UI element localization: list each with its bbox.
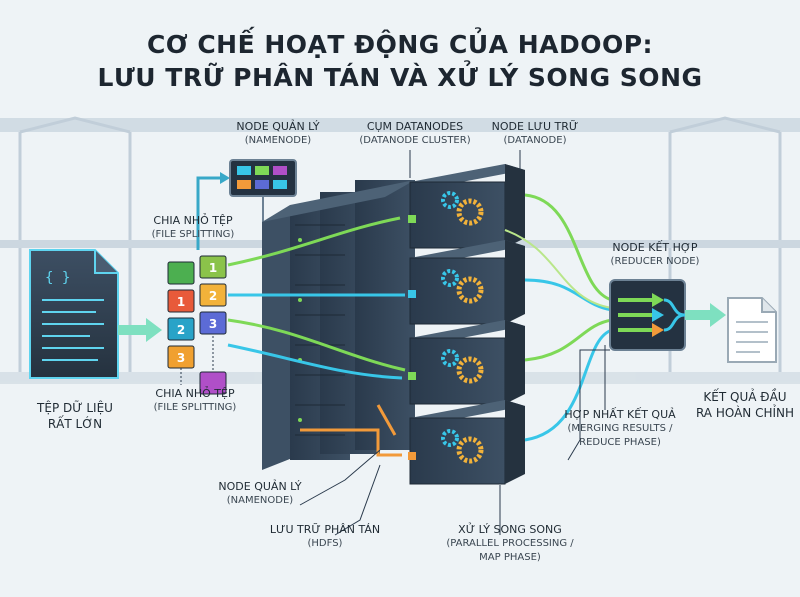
gear-icon [441,191,459,209]
label-file-splitting-bottom: CHIA NHỎ TỆP(FILE SPLITTING) [153,387,237,413]
datanode-server-4 [408,400,525,485]
datanode-servers [408,164,525,485]
gear-icon [441,269,459,287]
datanode-server-3 [408,320,525,405]
block-right-1 [199,255,227,279]
arrow-to-namenode [196,176,222,250]
block-left-3 [167,317,195,341]
code-braces-icon: { } [45,270,70,286]
label-parallel-processing: XỬ LÝ SONG SONG(PARALLEL PROCESSING /MAP… [446,523,574,563]
block-number: 3 [209,317,217,331]
result-document-icon [727,297,777,363]
block-number: 3 [177,351,185,365]
block-right-3 [199,311,227,335]
label-file-splitting-top: CHIA NHỎ TỆP(FILE SPLITTING) [151,214,235,240]
merge-arrows [504,193,613,442]
big-file-document-icon: { } [29,249,119,379]
block-left-1 [167,261,195,285]
distribution-arrows [227,216,406,457]
label-reducer-node: NODE KẾT HỢP(REDUCER NODE) [610,241,700,267]
block-number: 2 [209,289,217,303]
block-number: 1 [209,261,217,275]
label-datanode-cluster: CỤM DATANODES(DATANODE CLUSTER) [359,120,471,146]
label-namenode-top: NODE QUẢN LÝ(NAMENODE) [236,120,320,146]
page-title-line1: CƠ CHẾ HOẠT ĐỘNG CỦA HADOOP: [146,30,654,59]
datanode-server-1 [408,164,525,249]
page-title-line2: LƯU TRỮ PHÂN TÁN VÀ XỬ LÝ SONG SONG [97,63,703,92]
namenode-monitor-icon [229,159,297,197]
gear-icon [456,198,484,226]
datanode-cluster-racks [262,180,415,470]
reducer-node-icon [609,279,686,351]
block-number: 1 [177,295,185,309]
gear-icon [456,356,484,384]
file-blocks: 1 2 3 1 2 3 [167,255,227,395]
leader-lines [299,150,610,536]
block-number: 2 [177,323,185,337]
label-datanode: NODE LƯU TRỮ(DATANODE) [491,120,579,146]
datanode-server-2 [408,240,525,325]
gear-icon [456,436,484,464]
label-namenode-bottom: NODE QUẢN LÝ(NAMENODE) [218,480,302,506]
block-left-2 [167,289,195,313]
label-hdfs: LƯU TRỮ PHÂN TÁN(HDFS) [269,523,381,549]
block-right-4 [199,371,227,395]
gear-icon [441,429,459,447]
label-merging-results: HỢP NHẤT KẾT QUẢ(MERGING RESULTS /REDUCE… [564,408,676,448]
gear-icon [441,349,459,367]
gear-icon [456,276,484,304]
block-right-2 [199,283,227,307]
